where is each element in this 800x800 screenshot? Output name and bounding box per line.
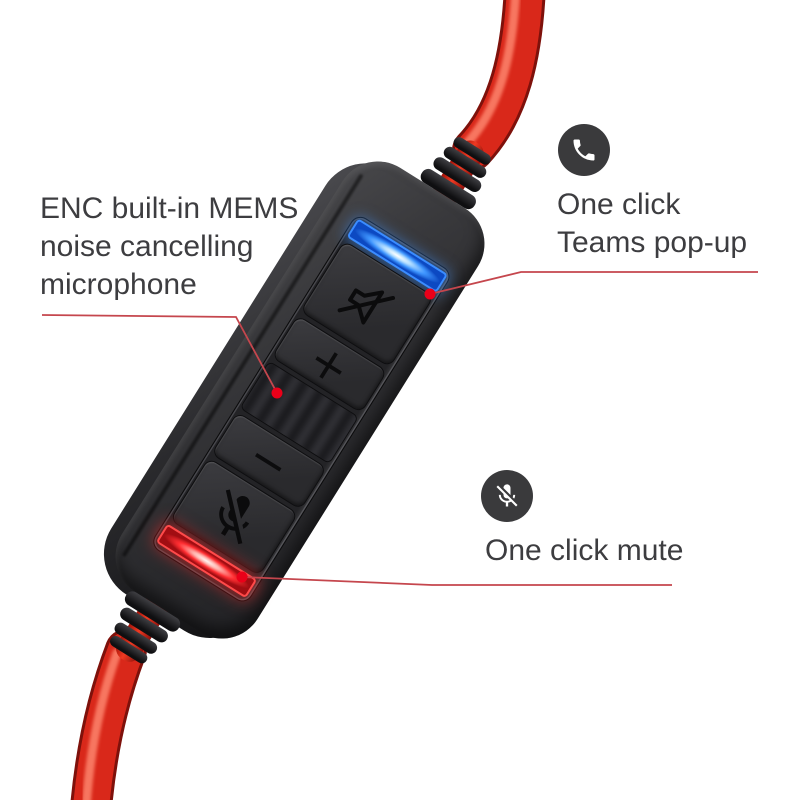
button-panel: + − bbox=[150, 214, 453, 605]
mic-note-line1: ENC built-in MEMS bbox=[40, 192, 299, 225]
speaker-mute-icon bbox=[337, 288, 396, 325]
mic-note-line2: noise cancelling bbox=[40, 230, 254, 263]
phone-icon bbox=[573, 139, 595, 161]
phone-badge bbox=[558, 124, 610, 176]
mute-note: One click mute bbox=[485, 532, 745, 570]
teams-note-line2: Teams pop-up bbox=[557, 226, 748, 259]
mic-note: ENC built-in MEMS noise cancelling micro… bbox=[40, 190, 370, 304]
headset-cable-top bbox=[452, 0, 546, 171]
headset-cable-bottom bbox=[70, 629, 147, 800]
mic-mute-icon bbox=[219, 489, 250, 545]
mic-mute-button[interactable] bbox=[169, 457, 299, 577]
teams-note: One click Teams pop-up bbox=[557, 186, 787, 262]
mute-note-text: One click mute bbox=[485, 534, 684, 567]
inline-controller: + − bbox=[85, 135, 501, 667]
mic-muted-badge bbox=[481, 470, 533, 522]
mic-note-line3: microphone bbox=[40, 268, 197, 301]
teams-note-line1: One click bbox=[557, 188, 681, 221]
speaker-mute-button[interactable] bbox=[299, 240, 435, 368]
mic-muted-icon bbox=[496, 484, 518, 507]
